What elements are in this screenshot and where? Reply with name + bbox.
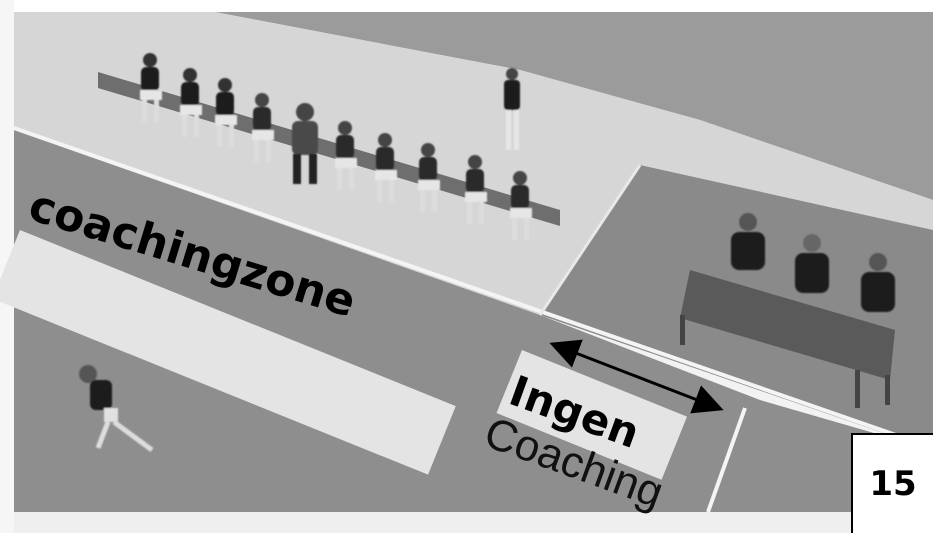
- side-line: [13, 126, 933, 450]
- table-officials: [731, 213, 895, 312]
- page-number-badge: 15: [851, 433, 933, 533]
- zone-end-line: [706, 407, 747, 513]
- no-coaching-arrow: [549, 339, 724, 414]
- court-upper-area: [215, 12, 933, 200]
- bench-players: [140, 53, 532, 240]
- team-bench: [98, 72, 560, 226]
- standing-coach: [504, 68, 520, 150]
- court-player: [79, 365, 154, 453]
- court-lower-area: [14, 130, 933, 533]
- scorer-table: [680, 270, 895, 408]
- page-number: 15: [869, 464, 917, 504]
